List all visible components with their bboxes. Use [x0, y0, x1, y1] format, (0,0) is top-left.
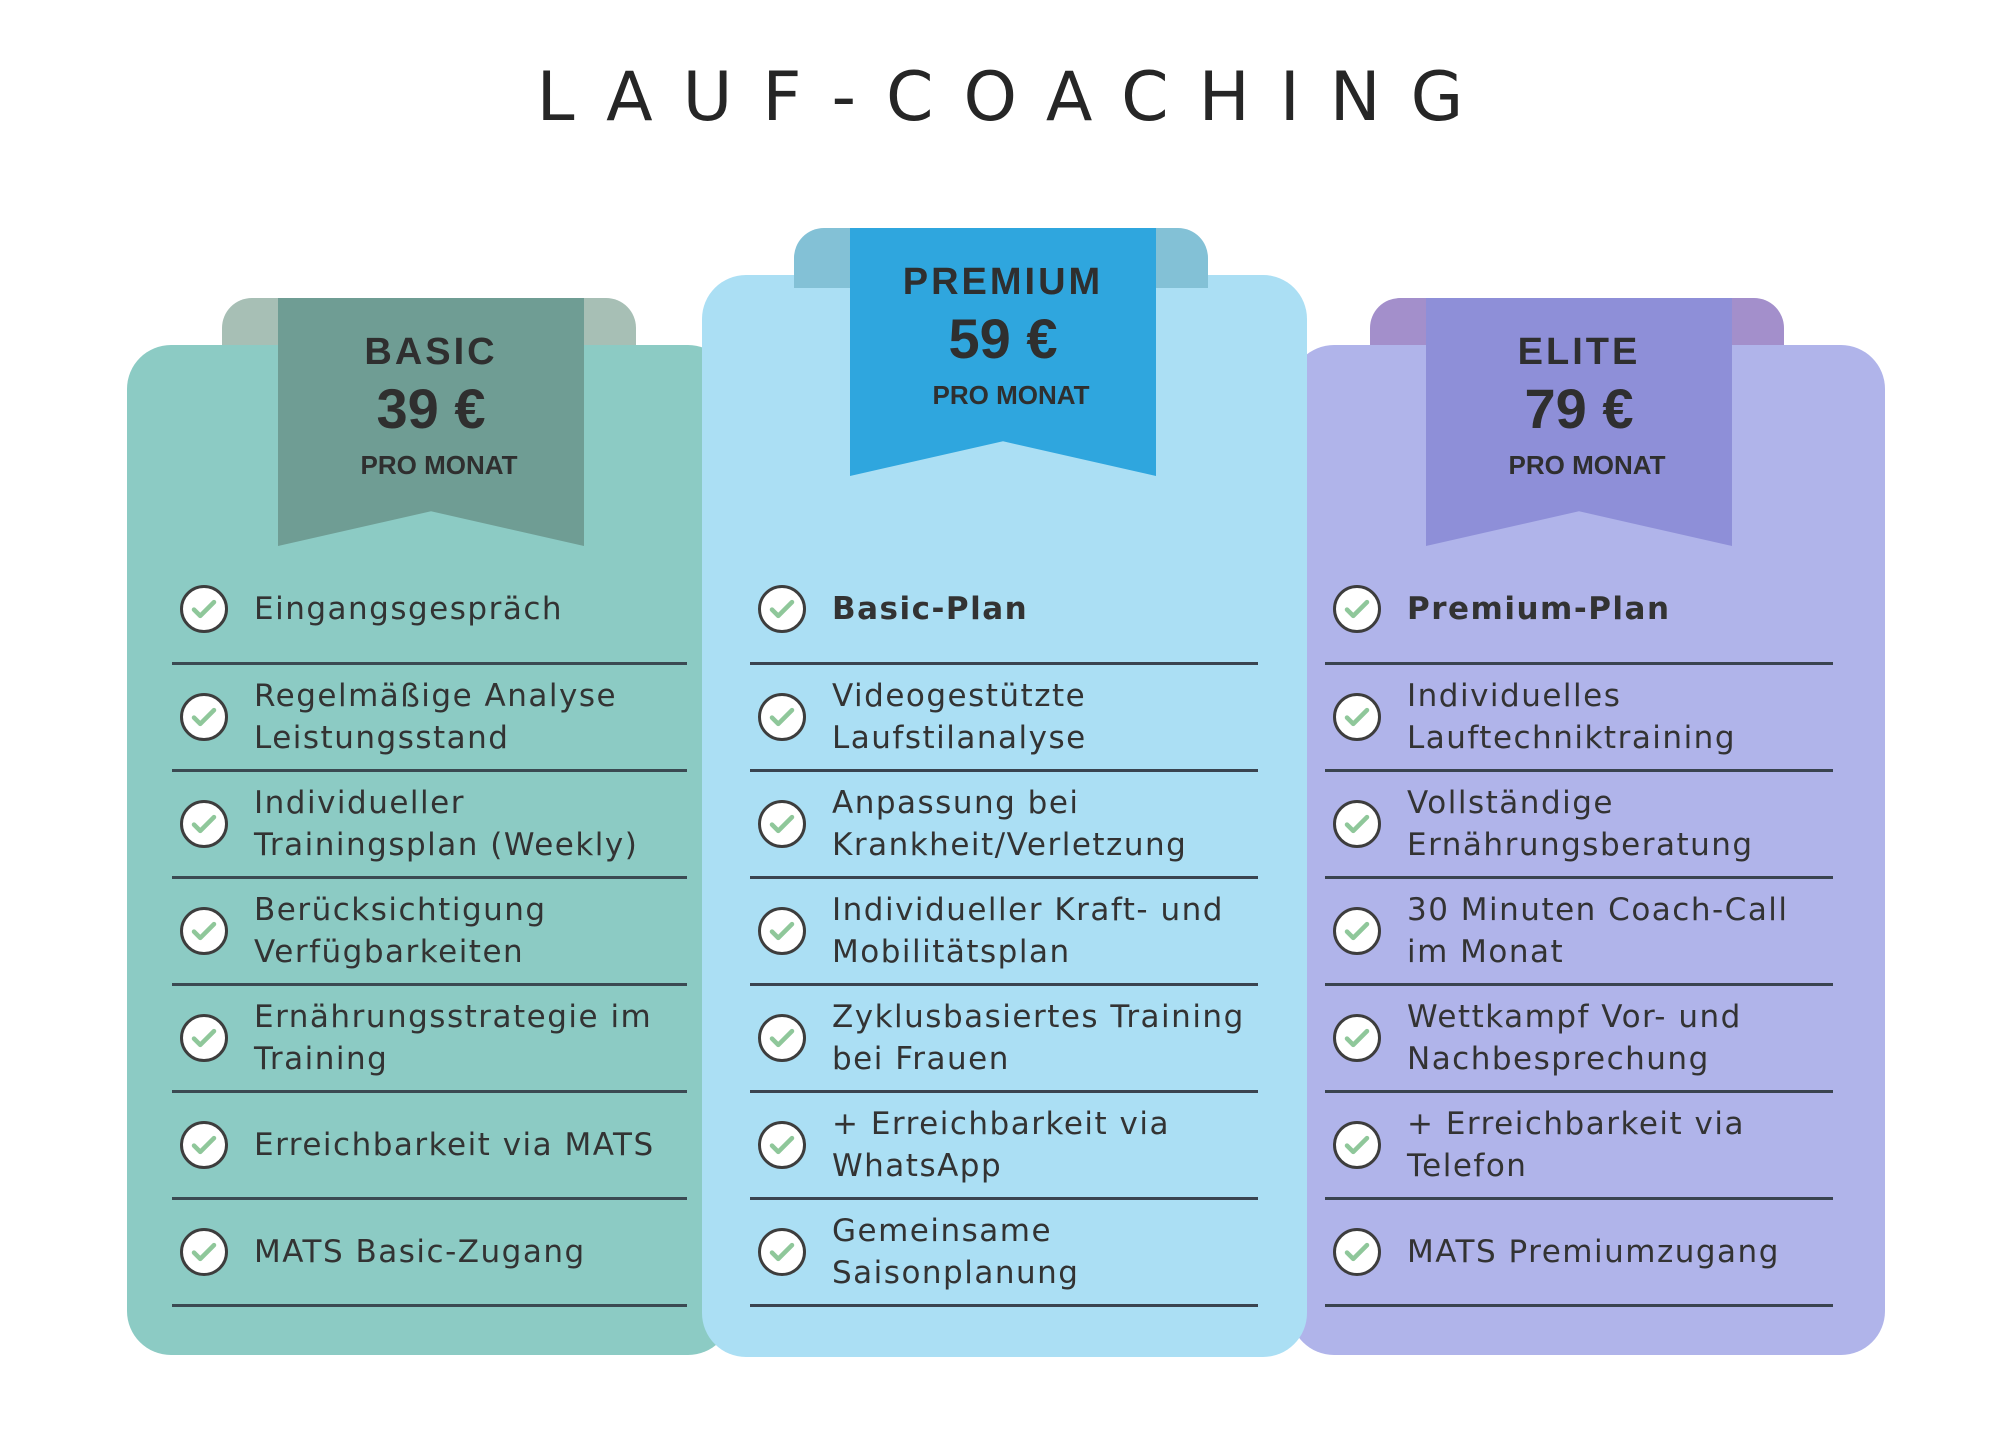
premium-tier-name: PREMIUM	[902, 261, 1104, 303]
feature-item: Individueller Trainingsplan (Weekly)	[172, 772, 687, 879]
premium-price: 59 €	[948, 307, 1058, 370]
check-circle-icon	[758, 693, 806, 741]
feature-item: Regelmäßige Analyse Leistungsstand	[172, 665, 687, 772]
basic-tier-name: BASIC	[364, 331, 498, 373]
feature-text: MATS Basic-Zugang	[254, 1234, 586, 1270]
feature-text: Zyklusbasiertes Training bei Frauen	[832, 999, 1245, 1077]
feature-text: Eingangsgespräch	[254, 590, 564, 627]
premium-billing-period: PRO MONAT	[932, 380, 1090, 410]
feature-item: + Erreichbarkeit via WhatsApp	[750, 1093, 1258, 1200]
check-circle-icon	[1333, 693, 1381, 741]
feature-item: Gemeinsame Saisonplanung	[750, 1200, 1258, 1307]
premium-feature-list: Basic-Plan Videogestützte Laufstilanalys…	[750, 555, 1258, 1307]
feature-text: + Erreichbarkeit via Telefon	[1407, 1106, 1745, 1184]
feature-item: Berücksichtigung Verfügbarkeiten	[172, 879, 687, 986]
check-circle-icon	[180, 1228, 228, 1276]
feature-text: Regelmäßige Analyse Leistungsstand	[254, 678, 618, 756]
feature-item: MATS Premiumzugang	[1325, 1200, 1833, 1307]
feature-item: Individueller Kraft- und Mobilitätsplan	[750, 879, 1258, 986]
feature-item: Individuelles Lauftechniktraining	[1325, 665, 1833, 772]
premium-price-ribbon: PREMIUM 59 € PRO MONAT	[850, 228, 1156, 476]
check-circle-icon	[180, 1121, 228, 1169]
page-title: LAUF-COACHING	[536, 58, 1494, 137]
feature-item: Videogestützte Laufstilanalyse	[750, 665, 1258, 772]
basic-feature-list: Eingangsgespräch Regelmäßige Analyse Lei…	[172, 555, 687, 1307]
feature-text: Berücksichtigung Verfügbarkeiten	[254, 892, 547, 970]
check-circle-icon	[1333, 800, 1381, 848]
feature-text: Ernährungsstrategie im Training	[254, 999, 653, 1077]
check-circle-icon	[758, 1121, 806, 1169]
basic-price: 39 €	[376, 377, 486, 440]
check-circle-icon	[1333, 1121, 1381, 1169]
feature-text: Basic-Plan	[832, 590, 1029, 627]
check-circle-icon	[758, 1228, 806, 1276]
basic-plan-card	[127, 345, 732, 1355]
elite-plan-card	[1290, 345, 1885, 1355]
feature-item: Basic-Plan	[750, 555, 1258, 665]
feature-text: Individueller Trainingsplan (Weekly)	[254, 785, 639, 863]
check-circle-icon	[180, 907, 228, 955]
feature-item: Wettkampf Vor- und Nachbesprechung	[1325, 986, 1833, 1093]
feature-text: Gemeinsame Saisonplanung	[832, 1213, 1080, 1291]
feature-item: MATS Basic-Zugang	[172, 1200, 687, 1307]
feature-item: 30 Minuten Coach-Call im Monat	[1325, 879, 1833, 986]
feature-text: Anpassung bei Krankheit/Verletzung	[832, 785, 1188, 863]
check-circle-icon	[180, 693, 228, 741]
feature-text: Wettkampf Vor- und Nachbesprechung	[1407, 999, 1742, 1077]
check-circle-icon	[758, 584, 806, 633]
feature-item: Eingangsgespräch	[172, 555, 687, 665]
check-circle-icon	[1333, 584, 1381, 633]
feature-item: Vollständige Ernährungsberatung	[1325, 772, 1833, 879]
check-circle-icon	[180, 1014, 228, 1062]
elite-feature-list: Premium-Plan Individuelles Lauftechniktr…	[1325, 555, 1833, 1307]
feature-text: MATS Premiumzugang	[1407, 1234, 1780, 1270]
feature-text: Individueller Kraft- und Mobilitätsplan	[832, 892, 1224, 970]
feature-item: Erreichbarkeit via MATS	[172, 1093, 687, 1200]
check-circle-icon	[758, 1014, 806, 1062]
elite-price-ribbon: ELITE 79 € PRO MONAT	[1426, 298, 1732, 546]
feature-text: 30 Minuten Coach-Call im Monat	[1407, 892, 1789, 970]
check-circle-icon	[758, 800, 806, 848]
feature-item: Ernährungsstrategie im Training	[172, 986, 687, 1093]
feature-item: Anpassung bei Krankheit/Verletzung	[750, 772, 1258, 879]
check-circle-icon	[1333, 1014, 1381, 1062]
elite-billing-period: PRO MONAT	[1508, 450, 1666, 480]
feature-text: Vollständige Ernährungsberatung	[1407, 785, 1754, 863]
elite-price: 79 €	[1524, 377, 1634, 440]
feature-text: Premium-Plan	[1407, 590, 1671, 627]
basic-billing-period: PRO MONAT	[360, 450, 518, 480]
feature-text: + Erreichbarkeit via WhatsApp	[832, 1106, 1170, 1184]
feature-item: + Erreichbarkeit via Telefon	[1325, 1093, 1833, 1200]
check-circle-icon	[1333, 1228, 1381, 1276]
feature-text: Videogestützte Laufstilanalyse	[832, 678, 1087, 756]
feature-text: Erreichbarkeit via MATS	[254, 1127, 655, 1163]
check-circle-icon	[180, 584, 228, 633]
check-circle-icon	[1333, 907, 1381, 955]
check-circle-icon	[758, 907, 806, 955]
feature-text: Individuelles Lauftechniktraining	[1407, 678, 1737, 756]
basic-price-ribbon: BASIC 39 € PRO MONAT	[278, 298, 584, 546]
feature-item: Premium-Plan	[1325, 555, 1833, 665]
elite-tier-name: ELITE	[1517, 331, 1641, 373]
feature-item: Zyklusbasiertes Training bei Frauen	[750, 986, 1258, 1093]
check-circle-icon	[180, 800, 228, 848]
